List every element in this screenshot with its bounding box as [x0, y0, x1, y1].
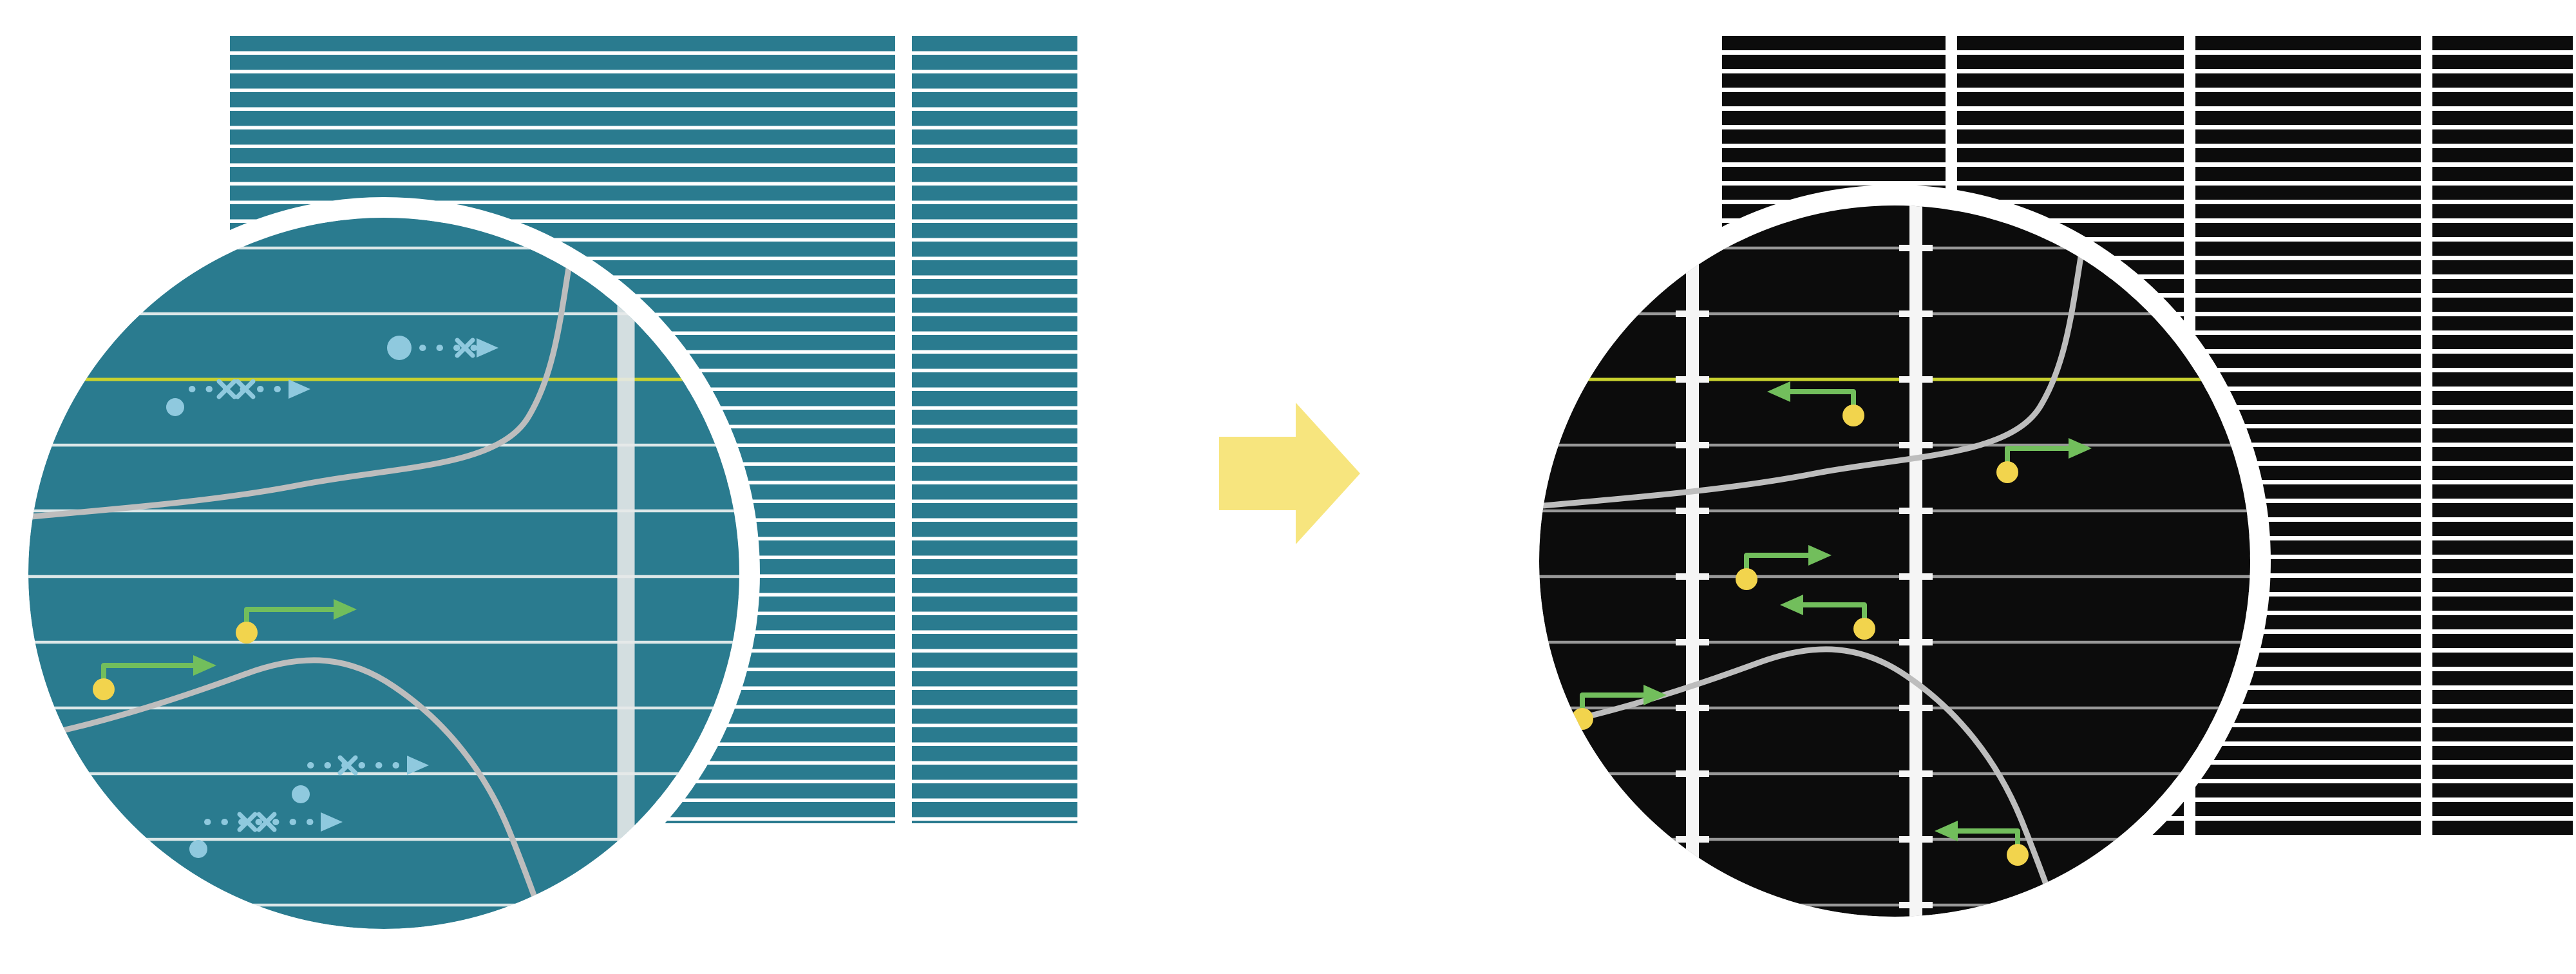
- busbar-rib: [1899, 442, 1933, 448]
- busbar-rib: [1676, 573, 1709, 580]
- magnified-busbar: [1686, 205, 1699, 917]
- free-arrowhead: [1643, 685, 1667, 705]
- busbar-rib: [1899, 376, 1933, 383]
- grain-boundary: [1539, 205, 2094, 510]
- busbar-rib: [1899, 508, 1933, 514]
- busbar-rib: [1676, 639, 1709, 645]
- blocked-x-mark: [235, 379, 256, 399]
- busbar-rib: [1899, 245, 1933, 251]
- busbar-rib: [1899, 770, 1933, 777]
- free-arrowhead: [1935, 821, 1958, 841]
- free-arrowhead: [1780, 595, 1803, 615]
- blocked-x-mark: [256, 812, 277, 832]
- busbar-rib: [1676, 770, 1709, 777]
- left-inset-grain-boundaries: [28, 218, 582, 929]
- busbar-rib: [1899, 639, 1933, 645]
- blocked-x-mark: [216, 379, 237, 399]
- busbar-rib: [1676, 508, 1709, 514]
- carrier-dot: [2007, 844, 2029, 866]
- blocked-x-mark: [337, 755, 358, 776]
- busbar-rib: [1676, 376, 1709, 383]
- black-cell-column: [2432, 36, 2573, 836]
- busbar-rib: [1676, 442, 1709, 448]
- carrier-dot: [1996, 461, 2018, 483]
- electron-dot: [292, 785, 310, 803]
- left-inset-busbars: [617, 218, 635, 929]
- magnified-busbar: [617, 218, 635, 929]
- busbar-rib: [1676, 836, 1709, 843]
- grain-boundary: [28, 218, 582, 521]
- busbar-rib: [1899, 310, 1933, 317]
- blocked-arrowhead: [321, 812, 343, 832]
- right-inset-content: [1539, 205, 2250, 917]
- carrier-dot: [93, 678, 115, 700]
- blocked-arrowhead: [477, 338, 498, 358]
- right-inset-background: [1539, 205, 2250, 917]
- blocked-x-mark: [237, 812, 258, 832]
- busbar-rib: [1676, 310, 1709, 317]
- blocked-arrowhead: [407, 756, 429, 775]
- carrier-dot: [1842, 405, 1864, 426]
- electron-dot: [166, 398, 184, 416]
- free-arrowhead: [2069, 438, 2092, 459]
- busbar-rib: [1899, 573, 1933, 580]
- electron-dot: [387, 336, 412, 360]
- teal-cell-right-strip: [912, 36, 1077, 823]
- left-inset-carriers: [93, 336, 498, 858]
- transition-arrow: [1219, 403, 1360, 544]
- free-arrowhead: [1808, 545, 1832, 566]
- left-magnifier-ring: [8, 197, 760, 950]
- carrier-dot: [236, 622, 258, 644]
- right-magnifier-ring: [1519, 185, 2271, 937]
- carrier-dot: [1736, 568, 1757, 590]
- blocked-x-mark: [455, 338, 475, 358]
- right-inset-busbars: [1676, 205, 1933, 917]
- free-arrowhead: [1767, 381, 1790, 402]
- busbar-rib: [1899, 902, 1933, 908]
- free-arrowhead: [193, 655, 216, 676]
- blocked-arrowhead: [289, 379, 310, 399]
- free-arrowhead: [334, 599, 357, 620]
- right-magnifier-inset: [1519, 185, 2271, 937]
- magnified-busbar: [1909, 205, 1922, 917]
- busbar-rib: [1899, 836, 1933, 843]
- busbar-rib: [1676, 705, 1709, 711]
- left-inset-content: [28, 218, 739, 929]
- grain-boundary: [28, 657, 552, 929]
- electron-dot: [189, 840, 207, 858]
- left-magnifier-inset: [8, 197, 760, 950]
- busbar-rib: [1899, 705, 1933, 711]
- carrier-dot: [1853, 618, 1875, 640]
